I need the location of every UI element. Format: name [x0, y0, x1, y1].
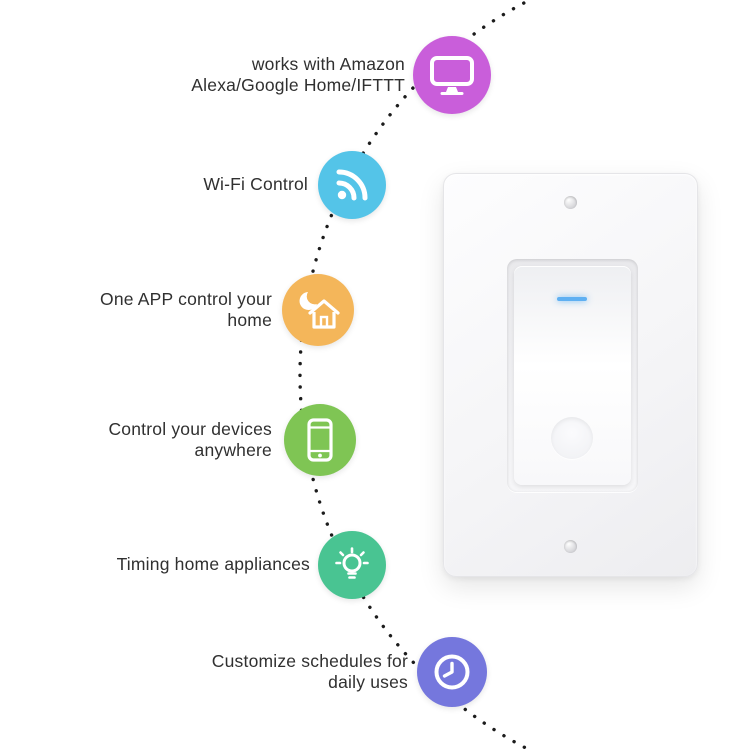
- feature-bubble-wifi: [318, 151, 386, 219]
- feature-bubble-schedules: [417, 637, 487, 707]
- feature-bubble-alexa: [413, 36, 491, 114]
- feature-label-app-control: One APP control your home: [100, 289, 272, 330]
- smart-switch-plate: [443, 173, 698, 577]
- feature-label-anywhere: Control your devices anywhere: [108, 419, 272, 460]
- wifi-icon: [336, 169, 368, 201]
- smartphone-icon: [307, 418, 333, 462]
- feature-bubble-timing: [318, 531, 386, 599]
- feature-label-alexa: works with Amazon Alexa/Google Home/IFTT…: [191, 54, 405, 95]
- feature-label-timing: Timing home appliances: [116, 554, 310, 574]
- rocker-frame: [507, 259, 638, 492]
- screw-bottom: [564, 540, 577, 553]
- home-moon-icon: [299, 292, 340, 329]
- feature-bubble-anywhere: [284, 404, 356, 476]
- rocker-switch: [514, 266, 631, 485]
- feature-bubble-app-control: [282, 274, 354, 346]
- monitor-icon: [430, 56, 474, 95]
- lightbulb-icon: [335, 547, 369, 579]
- screw-top: [564, 196, 577, 209]
- feature-label-schedules: Customize schedules for daily uses: [211, 651, 408, 692]
- led-indicator: [557, 297, 587, 301]
- rocker-button-circle: [551, 417, 593, 459]
- clock-icon: [434, 654, 470, 690]
- feature-label-wifi: Wi-Fi Control: [203, 174, 308, 194]
